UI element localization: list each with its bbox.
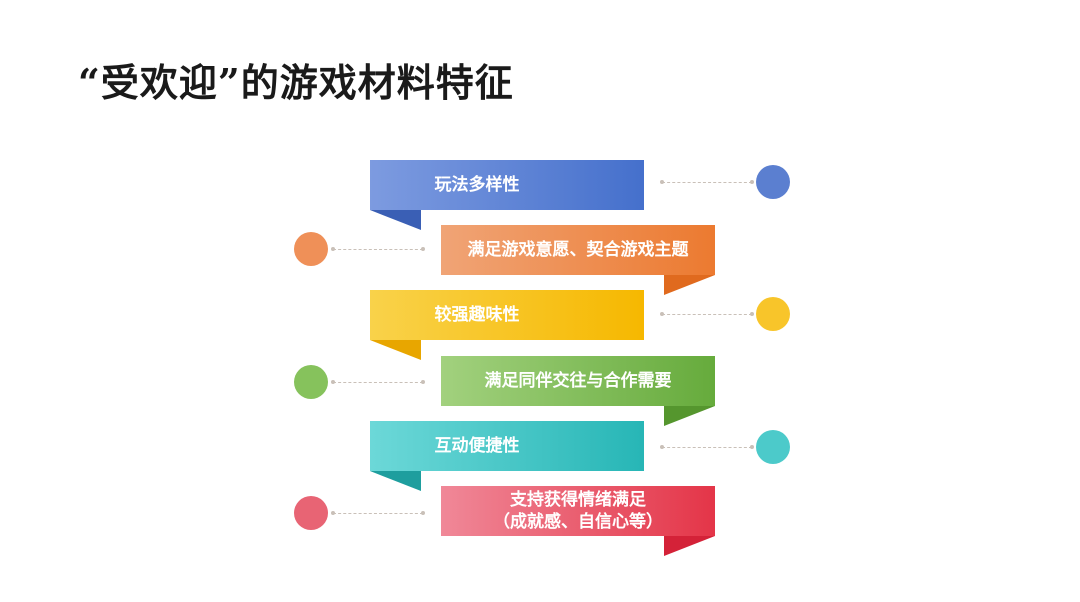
feature-banner-interaction: 互动便捷性 [370, 421, 644, 471]
banner-fold [370, 471, 421, 491]
banner-fold [370, 340, 421, 360]
marker-circle [756, 297, 790, 331]
feature-banner-emotion: 支持获得情绪满足 （成就感、自信心等） [441, 486, 715, 536]
connector-line [660, 445, 754, 449]
feature-banner-fun: 较强趣味性 [370, 290, 644, 340]
feature-banner-peer: 满足同伴交往与合作需要 [441, 356, 715, 406]
feature-label: 支持获得情绪满足 [510, 490, 646, 510]
feature-label: 满足游戏意愿、契合游戏主题 [467, 240, 689, 260]
banner-fold [664, 406, 715, 426]
banner-fold [664, 536, 715, 556]
marker-circle [294, 365, 328, 399]
feature-sublabel: （成就感、自信心等） [493, 512, 663, 532]
feature-label: 玩法多样性 [434, 175, 520, 195]
marker-circle [294, 232, 328, 266]
marker-circle [756, 430, 790, 464]
feature-label: 较强趣味性 [434, 305, 520, 325]
feature-banner-variety: 玩法多样性 [370, 160, 644, 210]
banner-fold [370, 210, 421, 230]
marker-circle [294, 496, 328, 530]
feature-banner-willingness: 满足游戏意愿、契合游戏主题 [441, 225, 715, 275]
feature-label: 满足同伴交往与合作需要 [484, 371, 672, 391]
connector-line [331, 247, 425, 251]
banner-fold [664, 275, 715, 295]
connector-line [660, 312, 754, 316]
feature-label: 互动便捷性 [434, 436, 520, 456]
page-title: “受欢迎”的游戏材料特征 [78, 60, 514, 105]
connector-line [331, 511, 425, 515]
connector-line [331, 380, 425, 384]
connector-line [660, 180, 754, 184]
marker-circle [756, 165, 790, 199]
